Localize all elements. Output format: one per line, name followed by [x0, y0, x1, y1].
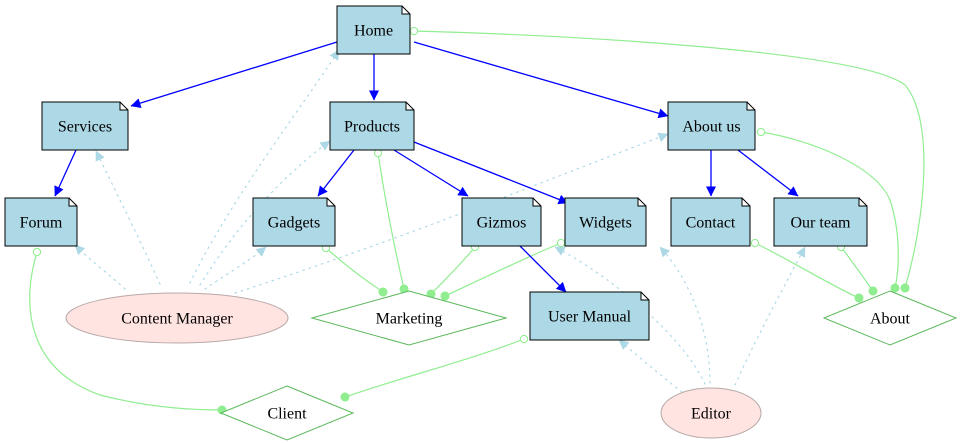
node-products: Products	[329, 101, 415, 151]
association-edges	[29, 26, 925, 415]
node-label: About us	[682, 119, 740, 136]
edge-user-manual-to-client	[340, 334, 529, 402]
edge-products-to-widgets	[413, 141, 569, 205]
node-editor: Editor	[660, 387, 762, 439]
node-about: About	[822, 290, 958, 346]
page-shape	[329, 101, 415, 151]
page-shape	[336, 5, 411, 55]
edge-content-manager-to-services	[95, 150, 161, 285]
edge-home-to-about-us	[413, 41, 669, 119]
diamond-shape	[822, 290, 958, 346]
edge-editor-to-contact	[659, 246, 711, 384]
edge-services-to-forum	[54, 149, 77, 197]
node-label: Content Manager	[121, 311, 233, 328]
diamond-shape	[219, 385, 355, 441]
page-shape	[4, 197, 78, 247]
edge-about-us-to-about	[756, 127, 900, 293]
page-shape	[670, 197, 751, 247]
node-about-us: About us	[667, 101, 756, 151]
edge-gadgets-to-marketing	[321, 243, 388, 297]
node-label: User Manual	[548, 309, 632, 326]
edge-forum-to-client	[29, 247, 227, 415]
edge-products-to-marketing	[373, 148, 409, 294]
edge-gizmos-to-user-manual	[519, 245, 567, 293]
edge-content-manager-to-home	[189, 49, 340, 284]
node-label: Gizmos	[477, 215, 527, 232]
node-widgets: Widgets	[564, 197, 647, 247]
node-label: Products	[344, 119, 400, 136]
edge-widgets-to-marketing	[440, 238, 566, 301]
node-label: Services	[58, 119, 112, 136]
edge-contact-to-about	[750, 238, 864, 303]
node-home: Home	[336, 5, 411, 55]
edge-about-us-to-our-team	[737, 149, 799, 197]
node-forum: Forum	[4, 197, 78, 247]
node-services: Services	[41, 101, 129, 151]
node-our-team: Our team	[773, 197, 868, 247]
edge-home-to-services	[130, 41, 338, 108]
node-label: Editor	[691, 406, 732, 423]
page-shape	[461, 197, 542, 247]
ellipse-nodes: Content Manager Editor	[65, 292, 762, 439]
edge-content-manager-to-gadgets	[204, 246, 267, 290]
edge-our-team-to-about	[836, 242, 878, 296]
node-client: Client	[219, 385, 355, 441]
edge-editor-to-our-team	[734, 246, 806, 386]
page-shape	[41, 101, 129, 151]
node-label: Contact	[686, 215, 736, 232]
diamond-nodes: Marketing About Client	[219, 290, 958, 441]
page-shape	[773, 197, 868, 247]
edge-products-to-gadgets	[317, 149, 355, 197]
edge-content-manager-to-forum	[74, 244, 126, 290]
page-nodes: Home Services Products About us Forum Ga…	[4, 5, 868, 341]
node-gizmos: Gizmos	[461, 197, 542, 247]
node-label: Home	[354, 23, 393, 40]
node-label: Our team	[791, 215, 852, 232]
node-label: Client	[267, 406, 307, 423]
node-contact: Contact	[670, 197, 751, 247]
edge-editor-to-user-manual	[618, 339, 683, 393]
diamond-shape	[310, 290, 508, 346]
node-user-manual: User Manual	[529, 291, 650, 341]
page-shape	[667, 101, 756, 151]
page-shape	[252, 197, 336, 247]
node-label: About	[870, 311, 911, 328]
node-gadgets: Gadgets	[252, 197, 336, 247]
node-label: Gadgets	[268, 215, 320, 232]
node-label: Forum	[20, 215, 63, 232]
ellipse-shape	[660, 387, 762, 439]
page-shape	[529, 291, 650, 341]
edge-home-to-about	[409, 26, 925, 293]
ellipse-shape	[65, 292, 289, 344]
node-label: Widgets	[579, 215, 632, 232]
node-label: Marketing	[376, 311, 443, 328]
hierarchy-edges	[54, 41, 799, 293]
page-shape	[564, 197, 647, 247]
node-marketing: Marketing	[310, 290, 508, 346]
edge-products-to-gizmos	[393, 149, 469, 197]
edge-gizmos-to-marketing	[426, 242, 480, 299]
node-content-manager: Content Manager	[65, 292, 289, 344]
